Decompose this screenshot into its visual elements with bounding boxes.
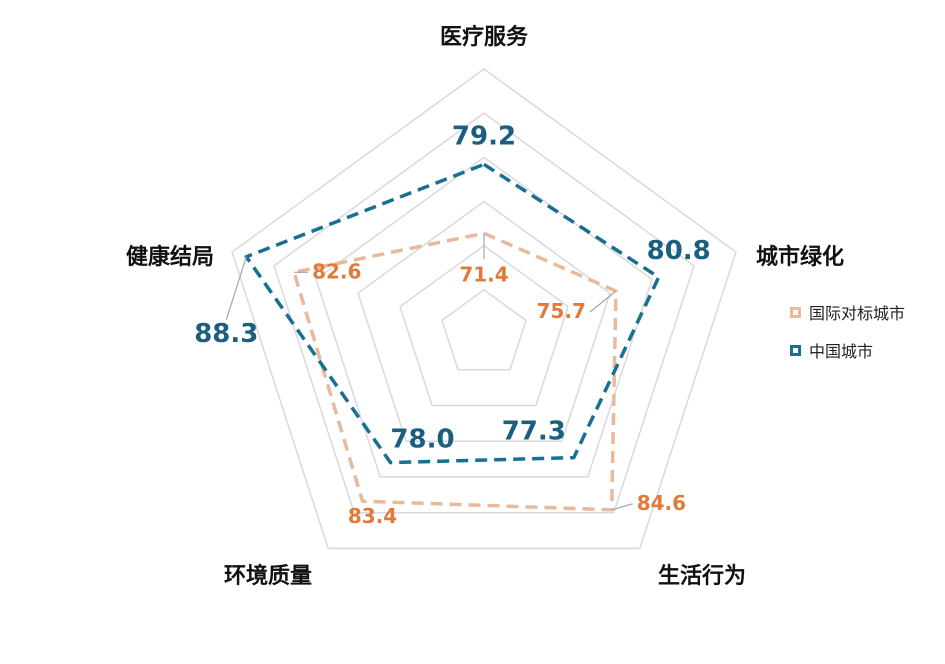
data-label-0-0: 71.4 (459, 262, 508, 286)
axis-label-2: 生活行为 (658, 563, 746, 589)
axis-label-3: 环境质量 (224, 563, 312, 589)
legend-swatch-china (790, 344, 801, 356)
data-label-1-2: 77.3 (502, 417, 566, 447)
legend-swatch-intl (790, 306, 801, 318)
grid-ring-4 (273, 112, 695, 514)
leader-line-0-1 (589, 290, 617, 313)
series-line-1[interactable] (244, 162, 661, 465)
axis-label-0: 医疗服务 (440, 24, 529, 50)
legend-label-intl: 国际对标城市 (809, 304, 906, 323)
leader-line-1-4 (225, 256, 247, 320)
data-label-1-1: 80.8 (647, 236, 711, 266)
legend-item-intl[interactable]: 国际对标城市 (790, 300, 905, 324)
data-label-1-3: 78.0 (390, 425, 454, 455)
data-label-0-3: 83.4 (348, 504, 397, 528)
series-layer (244, 162, 661, 512)
axis-label-4: 健康结局 (126, 244, 214, 270)
data-label-1-0: 79.2 (452, 121, 516, 151)
data-label-1-4: 88.3 (194, 319, 258, 349)
data-label-0-2: 84.6 (637, 491, 686, 515)
grid-ring-0 (441, 288, 527, 371)
data-label-0-1: 75.7 (537, 299, 586, 323)
axis-label-1: 城市绿化 (756, 244, 844, 270)
legend: 国际对标城市 中国城市 (790, 300, 905, 376)
series-line-0[interactable] (292, 231, 618, 512)
grid-ring-3 (315, 156, 653, 478)
legend-label-china: 中国城市 (809, 342, 874, 361)
grid-ring-1 (399, 244, 569, 407)
leader-line-0-2 (611, 503, 633, 511)
grid-ring-5 (231, 68, 737, 550)
data-label-0-4: 82.6 (312, 259, 361, 283)
legend-item-china[interactable]: 中国城市 (790, 338, 905, 362)
